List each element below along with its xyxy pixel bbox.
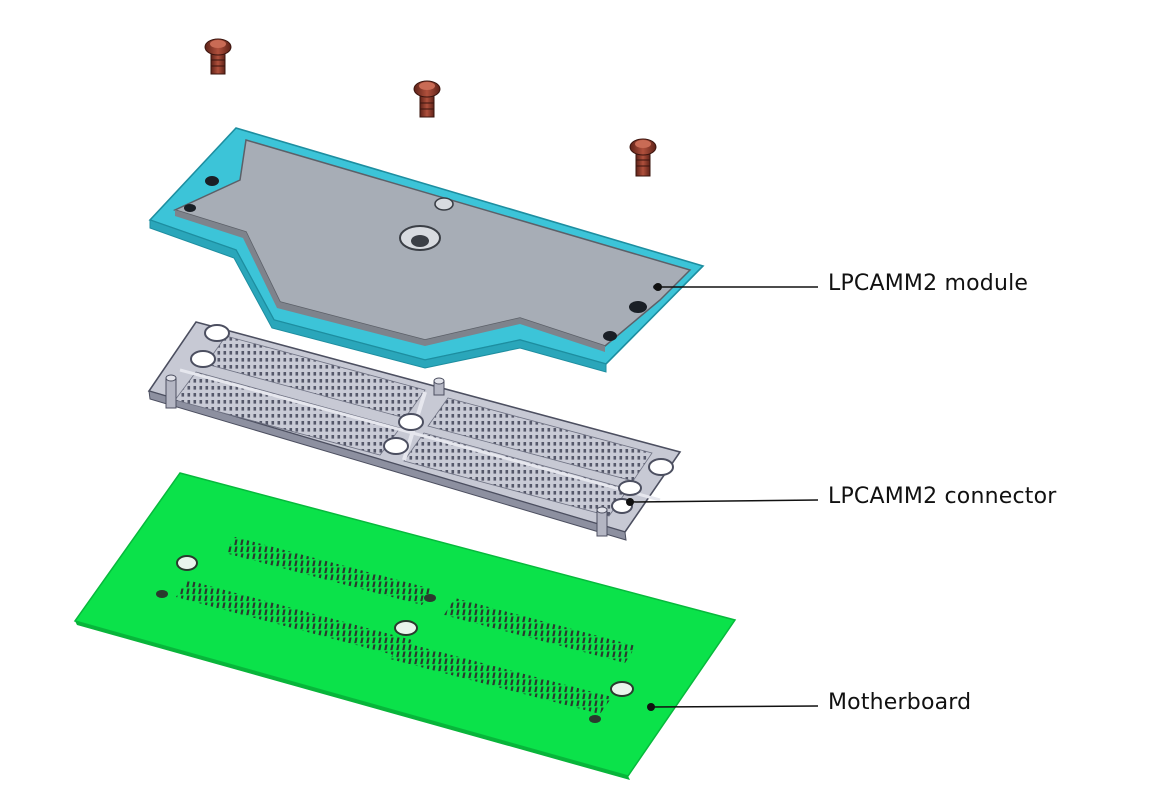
module-hole	[629, 301, 647, 313]
motherboard-pin-strip	[444, 598, 636, 663]
module-hole	[205, 176, 219, 186]
screw	[629, 138, 657, 177]
module-hole	[184, 204, 196, 212]
leader-line-motherboard	[647, 703, 819, 711]
connector-hole	[648, 458, 674, 476]
lpcamm2-connector-part	[147, 321, 682, 541]
lpcamm2-module-part	[148, 127, 705, 373]
connector-hole	[204, 324, 230, 342]
callout-motherboard: Motherboard	[828, 690, 972, 715]
connector-hole	[190, 350, 216, 368]
connector-hole	[383, 437, 409, 455]
callout-lpcamm2-connector: LPCAMM2 connector	[828, 484, 1057, 509]
leader-line-connector	[626, 498, 819, 506]
connector-hole	[618, 480, 642, 496]
connector-pin-block	[403, 432, 629, 517]
connector-pin-block	[174, 371, 401, 456]
motherboard-pin-strip	[390, 642, 612, 714]
mounting-hole	[176, 555, 198, 571]
screw	[413, 80, 441, 118]
motherboard-board	[73, 472, 737, 780]
motherboard-pin-strip	[176, 580, 412, 657]
alignment-peg	[596, 506, 608, 537]
screw	[204, 38, 232, 75]
mounting-hole	[394, 620, 418, 636]
connector-hole	[398, 413, 424, 431]
module-hole	[603, 331, 617, 341]
leader-line-module	[654, 283, 818, 291]
mounting-hole	[610, 681, 634, 697]
motherboard-pin-strip	[225, 537, 432, 605]
mounting-hole	[156, 590, 168, 598]
mounting-hole	[424, 594, 436, 602]
mounting-hole	[589, 715, 601, 723]
alignment-peg	[433, 377, 445, 396]
alignment-peg	[165, 374, 177, 409]
callout-lpcamm2-module: LPCAMM2 module	[828, 271, 1029, 296]
